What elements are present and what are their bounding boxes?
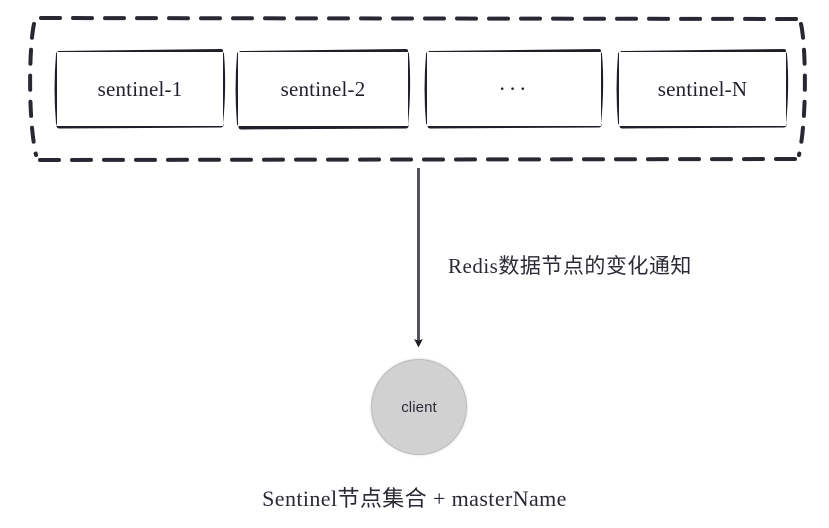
sentinel-node-label: sentinel-2 xyxy=(280,76,366,101)
sentinel-node-box-ellipsis[interactable]: ··· xyxy=(427,52,601,126)
client-node[interactable]: client xyxy=(371,359,467,455)
sentinel-node-label: sentinel-1 xyxy=(97,76,183,101)
ellipsis-label: ··· xyxy=(498,76,530,101)
sentinel-node-label: sentinel-N xyxy=(657,76,748,101)
arrow-annotation-label: Redis数据节点的变化通知 xyxy=(448,254,692,278)
diagram-caption: Sentinel节点集合 + masterName xyxy=(262,486,567,511)
sentinel-node-box[interactable]: sentinel-1 xyxy=(57,52,223,126)
sentinel-node-box[interactable]: sentinel-2 xyxy=(238,52,408,126)
sentinel-node-box[interactable]: sentinel-N xyxy=(619,52,786,126)
client-node-label: client xyxy=(401,398,437,416)
